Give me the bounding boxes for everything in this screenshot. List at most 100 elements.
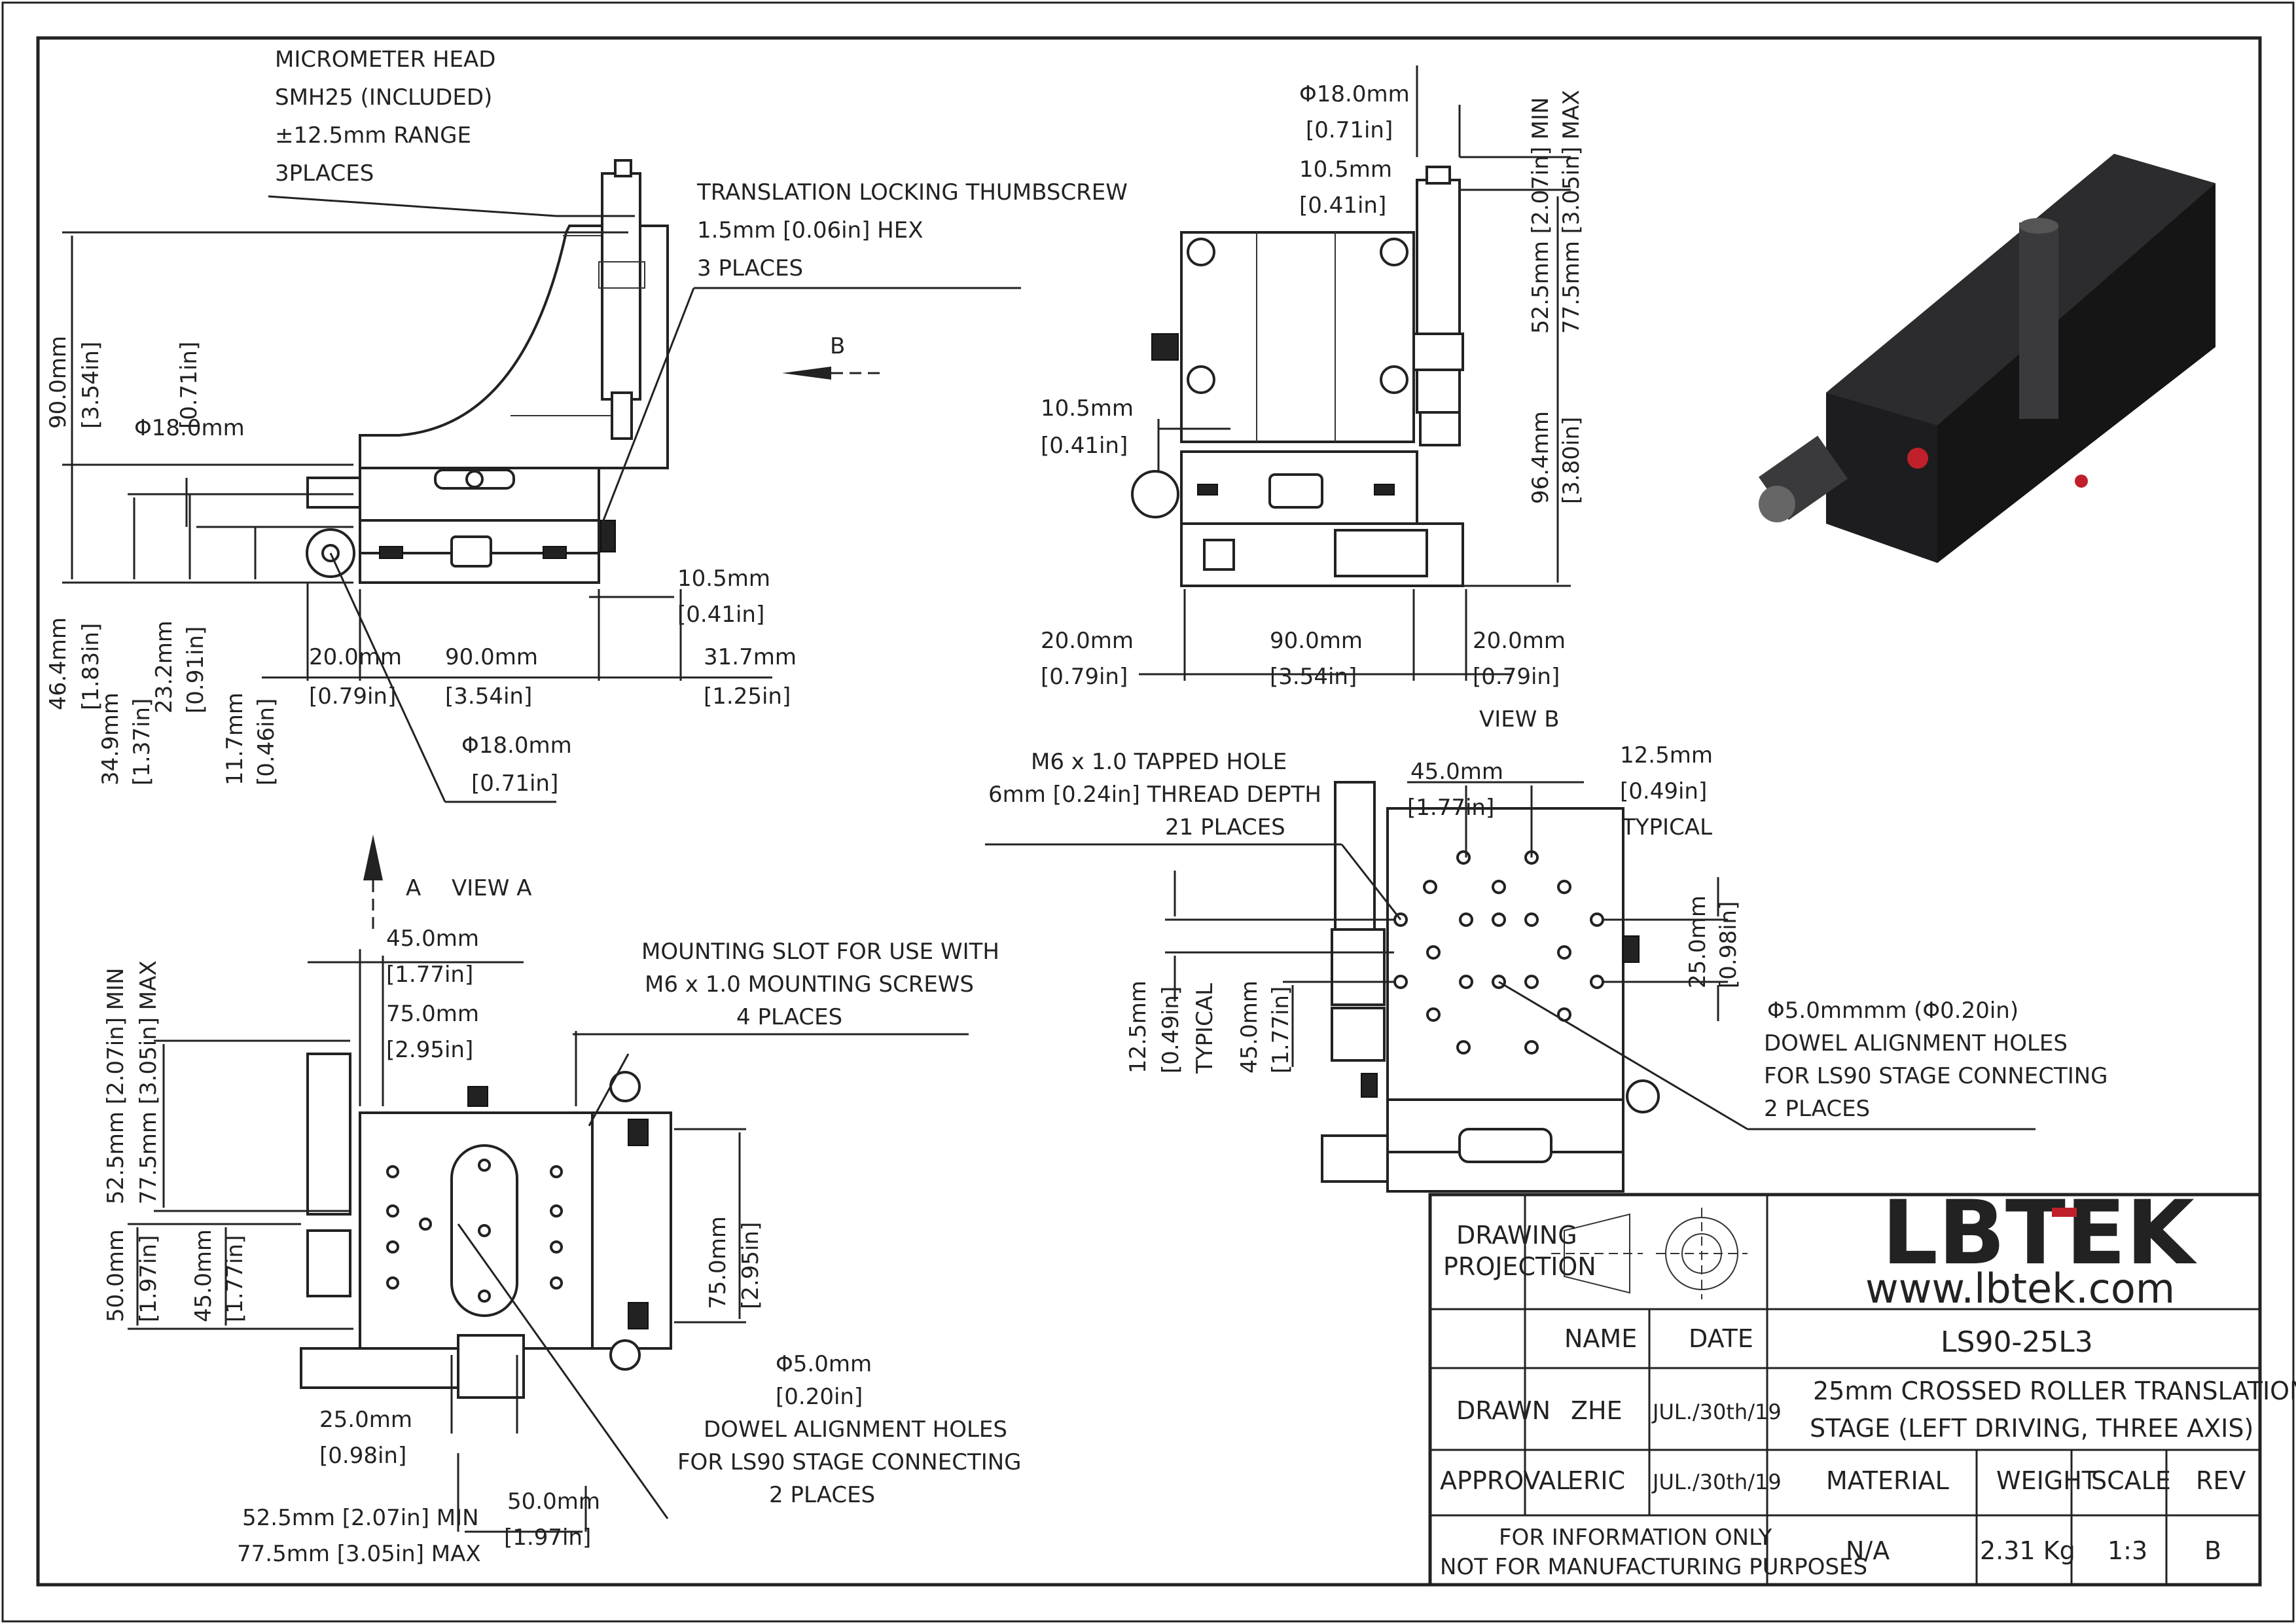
vb-d105-left-mm: 10.5mm	[1041, 395, 1134, 422]
tv-w50-in: [1.97in]	[504, 1525, 591, 1551]
dim-117-in: [0.46in]	[253, 698, 279, 785]
pv-dowel-line4: 2 PLACES	[1764, 1096, 1870, 1122]
tv-h50-mm: 50.0mm	[103, 1229, 129, 1322]
tv-bottom-range-max: 77.5mm [3.05in] MAX	[237, 1541, 481, 1567]
tv-w25-mm: 25.0mm	[319, 1407, 412, 1433]
projection-label-line2: PROJECTION	[1443, 1252, 1596, 1281]
rev-value: B	[2204, 1536, 2221, 1565]
vb-micrometer	[1416, 179, 1461, 414]
pv-h25-mm: 25.0mm	[1685, 895, 1711, 988]
dim-317-mm: 31.7mm	[704, 644, 797, 670]
top-view: A VIEW A MOUNTING SLOT FOR USE WITH M6 x…	[103, 835, 1022, 1567]
vb-d105-mm: 10.5mm	[1299, 156, 1392, 183]
title-block: DRAWING PROJECTION LBTEK www.lbtek.com N…	[1428, 1182, 2296, 1587]
dim-232-mm: 23.2mm	[151, 621, 177, 713]
tapped-note-line3: 21 PLACES	[1165, 814, 1285, 840]
tv-w75-in: [2.95in]	[386, 1037, 473, 1063]
scale-label: SCALE	[2091, 1466, 2171, 1495]
part-number: LS90-25L3	[1941, 1326, 2093, 1359]
rev-label: REV	[2196, 1466, 2246, 1495]
drawn-date: JUL./30th/19	[1651, 1399, 1782, 1424]
vb-d18-mm: Φ18.0mm	[1299, 81, 1410, 107]
dim-105-mm: 10.5mm	[677, 566, 770, 592]
tv-dowel-line4: FOR LS90 STAGE CONNECTING	[677, 1449, 1022, 1475]
micrometer-vertical	[601, 172, 641, 401]
dim-20-in: [0.79in]	[309, 683, 396, 710]
micrometer-note-line4: 3PLACES	[275, 160, 374, 187]
tv-h45-in: [1.77in]	[222, 1235, 248, 1322]
pv-p125-left-in: [0.49in]	[1158, 986, 1184, 1074]
weight-label: WEIGHT	[1996, 1466, 2098, 1495]
pv-micrometer	[1334, 781, 1376, 931]
micrometer-note-line1: MICROMETER HEAD	[275, 46, 495, 73]
micrometer-note-line2: SMH25 (INCLUDED)	[275, 84, 492, 111]
vb-range-min: 52.5mm [2.07in] MIN	[1528, 97, 1554, 334]
tv-w75-mm: 75.0mm	[386, 1001, 479, 1027]
description-line2: STAGE (LEFT DRIVING, THREE AXIS)	[1810, 1414, 2253, 1443]
dim-20-mm: 20.0mm	[309, 644, 402, 670]
tv-dowel-line3: DOWEL ALIGNMENT HOLES	[704, 1416, 1007, 1443]
pv-h45-in: [1.77in]	[1268, 986, 1294, 1074]
website-url: www.lbtek.com	[1865, 1265, 2175, 1312]
pv-dowel-line2: DOWEL ALIGNMENT HOLES	[1764, 1030, 2068, 1056]
vb-d105-in: [0.41in]	[1299, 192, 1386, 219]
dim-349-in: [1.37in]	[129, 698, 155, 785]
tv-micrometer	[306, 1053, 351, 1216]
mounting-note-line1: MOUNTING SLOT FOR USE WITH	[641, 939, 999, 965]
pv-p125-top-typ: TYPICAL	[1621, 814, 1712, 840]
thumbscrew	[600, 520, 616, 552]
tv-h75-mm: 75.0mm	[705, 1216, 731, 1309]
drawn-name: ZHE	[1571, 1396, 1623, 1425]
col-name-header: NAME	[1564, 1324, 1637, 1353]
mounting-note-line3: 4 PLACES	[736, 1004, 842, 1030]
pv-p125-top-mm: 12.5mm	[1620, 742, 1713, 768]
drawn-label: DRAWN	[1456, 1396, 1551, 1425]
pv-h45-mm: 45.0mm	[1236, 981, 1263, 1074]
mounting-note-line2: M6 x 1.0 MOUNTING SCREWS	[645, 971, 974, 998]
dim-105-in: [0.41in]	[677, 602, 764, 628]
dim-w90-in: [3.54in]	[445, 683, 532, 710]
projection-label-line1: DRAWING	[1456, 1221, 1577, 1250]
iso-render	[1759, 154, 2215, 563]
plate-view: M6 x 1.0 TAPPED HOLE 6mm [0.24in] THREAD…	[985, 742, 2108, 1193]
tv-dowel-line5: 2 PLACES	[769, 1482, 875, 1508]
tv-h50-in: [1.97in]	[135, 1235, 162, 1322]
iso-red-marker	[1907, 448, 1928, 469]
tv-range-min: 52.5mm [2.07in] MIN	[103, 967, 129, 1204]
material-value: N/A	[1846, 1536, 1890, 1565]
dim-349-mm: 34.9mm	[98, 693, 124, 785]
dim-d18-bottom-in: [0.71in]	[471, 770, 558, 797]
dim-464-mm: 46.4mm	[45, 617, 71, 710]
approval-date: JUL./30th/19	[1651, 1470, 1782, 1494]
pv-plate	[1386, 807, 1624, 1104]
locking-note-line1: TRANSLATION LOCKING THUMBSCREW	[696, 179, 1128, 206]
locking-note-line3: 3 PLACES	[697, 255, 803, 281]
approval-label: APPROVAL	[1440, 1466, 1570, 1495]
vb-d18-in: [0.71in]	[1306, 117, 1393, 143]
vb-w20-left-mm: 20.0mm	[1041, 628, 1134, 654]
tv-w45-in: [1.77in]	[386, 962, 473, 988]
vb-d105-left-in: [0.41in]	[1041, 433, 1128, 459]
dim-90-in: [3.54in]	[78, 342, 104, 429]
dim-117-mm: 11.7mm	[222, 693, 248, 785]
vb-w20-right-mm: 20.0mm	[1473, 628, 1566, 654]
vb-h964-in: [3.80in]	[1558, 417, 1585, 504]
tv-w50-mm: 50.0mm	[507, 1489, 600, 1515]
dim-232-in: [0.91in]	[183, 626, 209, 713]
pv-w45-mm: 45.0mm	[1410, 759, 1503, 785]
drawing-frame	[36, 36, 2262, 1587]
scale-value: 1:3	[2108, 1536, 2147, 1565]
dim-317-in: [1.25in]	[704, 683, 791, 710]
vb-w90-mm: 90.0mm	[1270, 628, 1363, 654]
pv-p125-top-in: [0.49in]	[1620, 778, 1707, 804]
tv-h75-in: [2.95in]	[738, 1222, 764, 1309]
view-b: Φ18.0mm [0.71in] 10.5mm [0.41in] 52.5mm …	[1041, 65, 1585, 732]
dim-90-mm: 90.0mm	[45, 336, 71, 429]
dim-d18-bottom-mm: Φ18.0mm	[461, 732, 572, 759]
approval-name: ERIC	[1568, 1466, 1625, 1495]
locking-note-line2: 1.5mm [0.06in] HEX	[697, 217, 924, 244]
pv-dowel-line1: Φ5.0mmmm (Φ0.20in)	[1767, 998, 2018, 1024]
pv-dowel-line3: FOR LS90 STAGE CONNECTING	[1764, 1063, 2108, 1089]
micrometer-note-line3: ±12.5mm RANGE	[275, 122, 471, 149]
